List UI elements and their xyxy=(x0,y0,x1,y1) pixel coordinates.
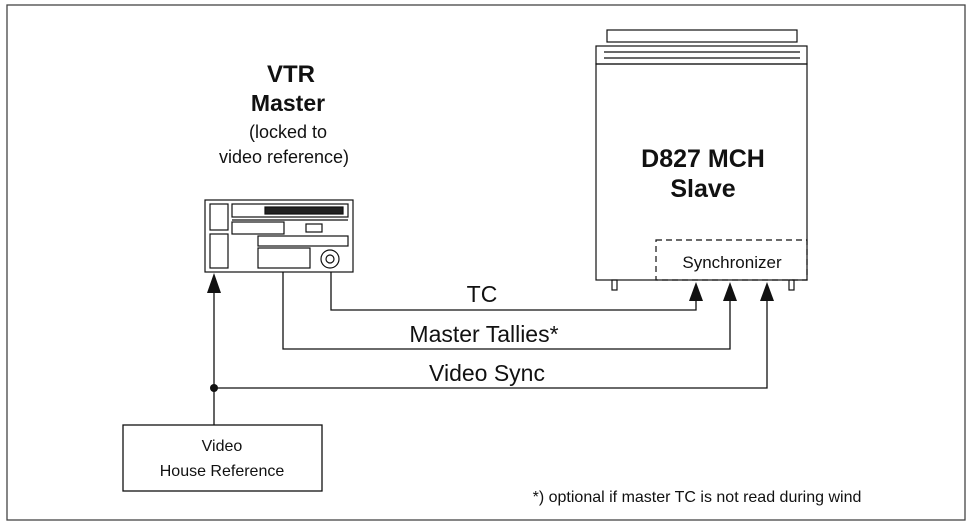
vtr-note-line2: video reference) xyxy=(219,147,349,167)
house-reference-box xyxy=(122,424,323,492)
vtr-left-panel-top xyxy=(209,203,229,231)
vtr-jog-center xyxy=(325,254,335,264)
master-tallies-label: Master Tallies* xyxy=(409,321,558,347)
tc-line xyxy=(330,272,697,311)
vtr-ref-arrow xyxy=(207,273,221,293)
house-reference-line2: House Reference xyxy=(160,463,285,480)
slave-body xyxy=(595,63,808,281)
slave-foot-left xyxy=(611,279,618,291)
sync-junction-dot xyxy=(210,384,218,392)
vtr-subtitle: Master xyxy=(251,90,325,116)
slave-subtitle: Slave xyxy=(670,175,735,203)
tallies-arrow xyxy=(723,282,737,301)
house-reference-line1: Video xyxy=(202,438,243,455)
master-tallies-line xyxy=(282,272,731,350)
vtr-display xyxy=(305,223,323,233)
vtr-title: VTR xyxy=(267,61,315,88)
vtr-control-panel xyxy=(231,221,285,235)
vtr-device xyxy=(204,199,354,273)
footnote: *) optional if master TC is not read dur… xyxy=(533,489,862,506)
synchronizer-box xyxy=(655,239,808,281)
synchronizer-label: Synchronizer xyxy=(682,253,782,272)
slave-title: D827 MCH xyxy=(641,145,765,173)
vtr-tape-slot xyxy=(231,203,349,218)
sync-arrow xyxy=(760,282,774,301)
video-sync-label: Video Sync xyxy=(429,360,545,386)
vtr-left-panel-bottom xyxy=(209,233,229,269)
vtr-slot-opening xyxy=(264,206,344,215)
tc-label: TC xyxy=(467,281,498,307)
tc-arrow xyxy=(689,282,703,301)
vtr-button-strip xyxy=(257,235,349,247)
slave-top-bar xyxy=(595,45,808,65)
slave-top-lid xyxy=(606,29,798,43)
slave-foot-right xyxy=(788,279,795,291)
slave-device xyxy=(595,29,808,291)
vtr-body xyxy=(204,199,354,273)
vtr-button-panel xyxy=(257,247,311,269)
outer-frame xyxy=(6,4,966,521)
video-sync-line xyxy=(214,300,768,389)
vtr-note-line1: (locked to xyxy=(249,122,327,142)
vtr-jog-wheel xyxy=(320,249,340,269)
